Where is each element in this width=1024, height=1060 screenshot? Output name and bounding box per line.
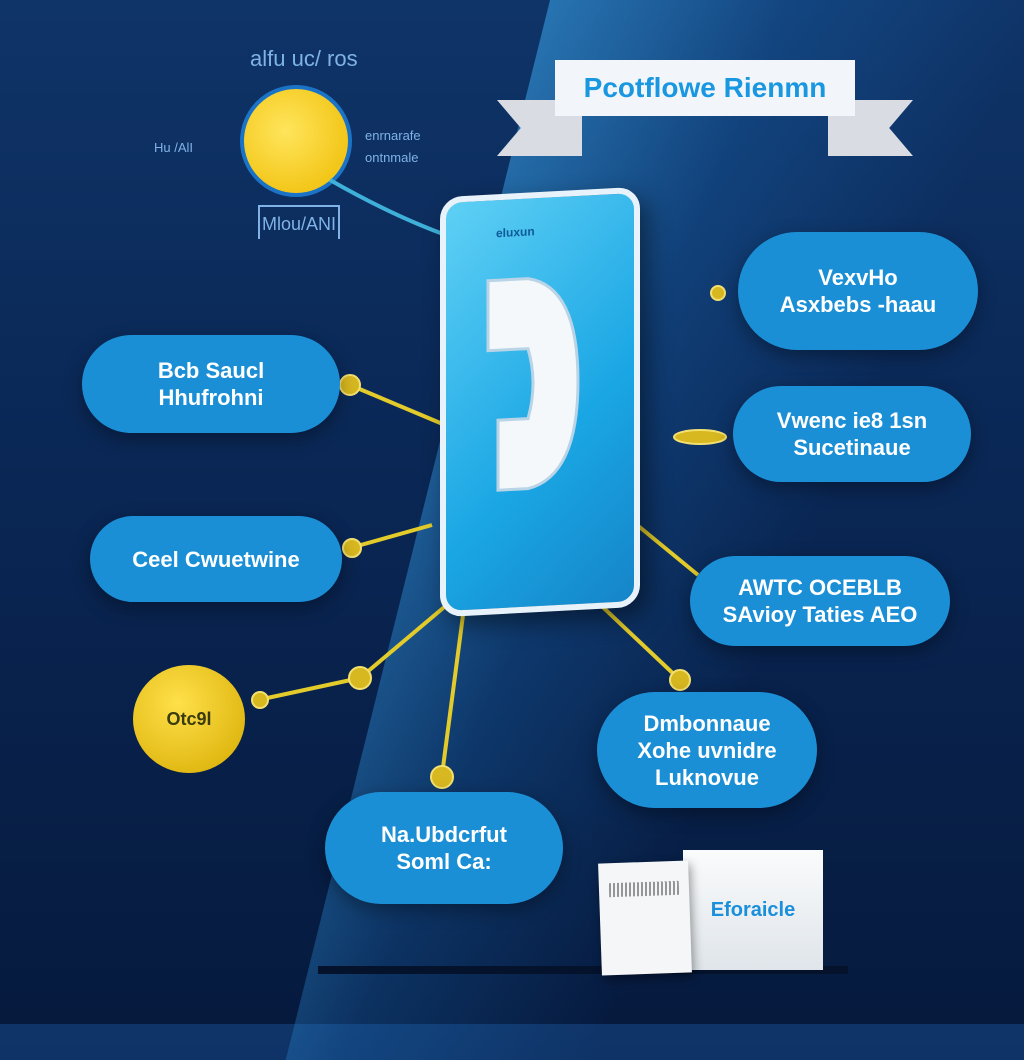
title-banner: Pcotflowe Rienmn [555, 60, 855, 116]
bubble-text: AWTC OCEBLB [738, 575, 902, 600]
link-line [440, 599, 467, 776]
coin-icon: Otc9l [133, 665, 245, 773]
title: Pcotflowe Rienmn [583, 72, 827, 103]
coin-label: Otc9l [166, 708, 212, 729]
sketch-text: enrnarafe [365, 128, 421, 143]
node-dot [251, 691, 269, 709]
bubble-text: Bcb Saucl [157, 358, 265, 383]
feature-bubble: Dmbonnaue Xohe uvnidre Luknovue [597, 692, 817, 808]
bubble-text: Sucetinaue [793, 435, 911, 460]
link-line [257, 676, 361, 702]
phone-illustration: eluxun [440, 186, 640, 618]
bubble-text: SAvioy Taties AEO [722, 602, 918, 627]
bubble-text: Dmbonnaue [643, 710, 771, 736]
document-icon [598, 860, 692, 976]
feature-bubble: Bcb Saucl Hhufrohni [82, 335, 340, 433]
feature-bubble: Vwenc ie8 1sn Sucetinaue [733, 386, 971, 482]
phone-handset-icon [486, 277, 580, 492]
node-dot [342, 538, 362, 558]
node-dot [430, 765, 454, 789]
node-dot [348, 666, 372, 690]
product-box: Eforaicle [683, 850, 823, 970]
phone-label: eluxun [496, 224, 535, 241]
node-dot [710, 285, 726, 301]
sun-icon [240, 85, 352, 197]
sketch-text: ontnmale [365, 150, 419, 165]
feature-bubble: VexvHo Asxbebs -haau [738, 232, 978, 350]
bubble-text: Asxbebs -haau [779, 292, 937, 317]
bubble-text: Ceel Cwuetwine [132, 546, 300, 572]
link-line [588, 593, 682, 682]
sketch-text: alfu uc/ ros [250, 46, 358, 71]
feature-bubble: Na.Ubdcrfut Soml Ca: [325, 792, 563, 904]
node-dot [669, 669, 691, 691]
bubble-text: Hhufrohni [158, 385, 264, 410]
link-line [349, 523, 433, 550]
shelf [318, 966, 848, 974]
bubble-text: Soml Ca: [396, 849, 492, 874]
document-scribble [608, 880, 680, 898]
bubble-text: VexvHo [818, 265, 898, 290]
bubble-text: Na.Ubdcrfut [381, 822, 507, 847]
bubble-text: Vwenc ie8 1sn [776, 408, 928, 433]
box-label: Eforaicle [710, 898, 796, 921]
bubble-text: Luknovue [655, 764, 759, 790]
feature-bubble: AWTC OCEBLB SAvioy Taties AEO [690, 556, 950, 646]
sketch-text: Mlou/ANI [258, 205, 340, 239]
sketch-illustration: alfu uc/ ros Hu /AlI enrnarafe ontnmale … [150, 40, 440, 240]
link-line [358, 596, 457, 680]
link-line [349, 383, 446, 427]
node-dot [673, 429, 727, 445]
feature-bubble: Ceel Cwuetwine [90, 516, 342, 602]
node-dot [339, 374, 361, 396]
bubble-text: Xohe uvnidre [637, 737, 777, 763]
sketch-text: Hu /AlI [154, 140, 194, 155]
